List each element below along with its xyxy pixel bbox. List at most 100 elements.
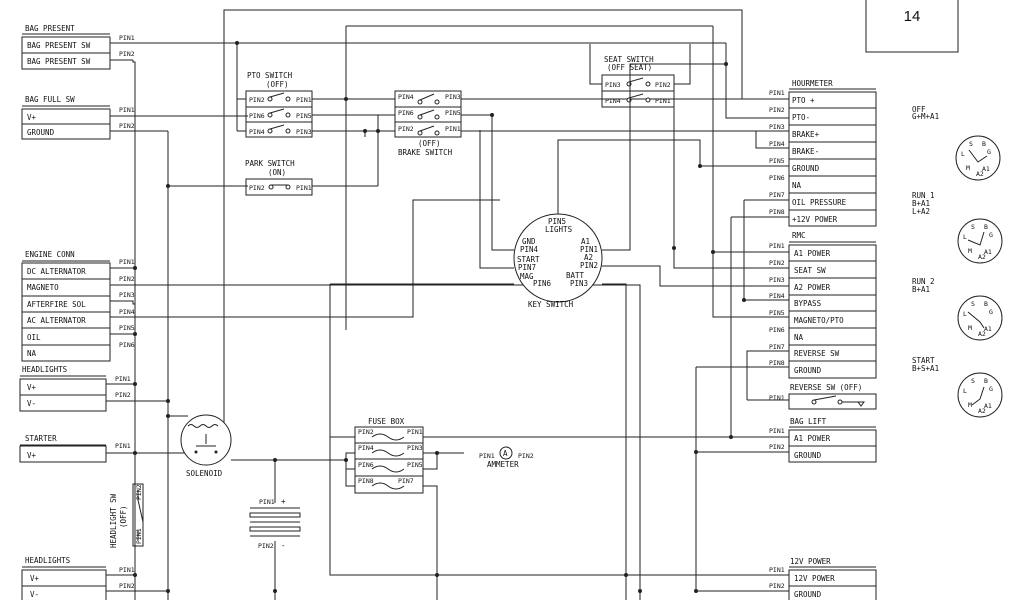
key-pos-start-formula: B+S+A1 xyxy=(912,364,939,373)
page-number: 14 xyxy=(904,8,921,25)
power-12v-row-2: GROUND xyxy=(794,590,822,599)
key-a1: A1 xyxy=(581,237,590,246)
dial-letter-a1: A1 xyxy=(982,165,990,173)
rmc-row-magneto-pto: MAGNETO/PTO xyxy=(794,316,844,325)
hourmeter-row-pto-minus: PTO- xyxy=(792,113,810,122)
pto-pin-2: PIN2 xyxy=(249,96,265,104)
fuse-pin-7: PIN7 xyxy=(398,477,414,485)
bag-full-connector: BAG FULL SW V+ GROUND PIN1 PIN2 xyxy=(21,95,135,140)
dial-letter-l: L xyxy=(963,310,967,318)
key-a2-pin: PIN2 xyxy=(580,261,598,270)
rmc-row-a2-power: A2 POWER xyxy=(794,283,831,292)
reverse-switch-pin-1: PIN1 xyxy=(769,394,785,402)
fuse-pin-3: PIN3 xyxy=(407,444,423,452)
bag-lift-pin-2: PIN2 xyxy=(769,443,785,451)
engine-row-afterfire-sol: AFTERFIRE SOL xyxy=(27,300,86,309)
fuse-box: FUSE BOX PIN2 PIN1 PIN4 PIN3 PIN6 PIN5 P… xyxy=(354,417,424,494)
power-12v-pin-2: PIN2 xyxy=(769,582,785,590)
starter-row-1: V+ xyxy=(27,451,37,460)
key-batt: BATT xyxy=(566,271,585,280)
headlight-switch: HEADLIGHT SW (OFF) PIN2 PIN1 xyxy=(109,483,144,548)
key-start-pin: PIN7 xyxy=(518,263,536,272)
dial-letter-s: S xyxy=(971,377,975,385)
rmc-row-ground: GROUND xyxy=(794,366,822,375)
dial-letter-g: G xyxy=(989,308,993,316)
fuse-pin-4: PIN4 xyxy=(358,444,374,452)
dial-contact-stroke xyxy=(967,231,985,246)
dial-letter-a2: A2 xyxy=(976,170,984,178)
bag-full-pin-2: PIN2 xyxy=(119,122,135,130)
key-a1-pin: PIN1 xyxy=(580,245,598,254)
pto-switch: PTO SWITCH (OFF) PIN2 PIN1 PIN6 PIN5 PIN… xyxy=(245,71,313,138)
reverse-switch: REVERSE SW (OFF) PIN1 xyxy=(769,383,877,410)
key-pos-run2-name: RUN 2 xyxy=(912,277,935,286)
dial-letter-g: G xyxy=(989,231,993,239)
key-a2: A2 xyxy=(584,253,593,262)
headlights-1-pin-1: PIN1 xyxy=(115,375,131,383)
key-pos-run2-formula: B+A1 xyxy=(912,285,930,294)
bag-full-title: BAG FULL SW xyxy=(25,95,75,104)
battery-pin-1: PIN1 xyxy=(259,498,275,506)
hourmeter-pin-4: PIN4 xyxy=(769,140,785,148)
starter-connector: STARTER V+ PIN1 xyxy=(19,434,131,463)
headlights-2-title: HEADLIGHTS xyxy=(25,556,71,565)
battery-minus: - xyxy=(281,541,286,550)
engine-conn-connector: ENGINE CONN DC ALTERNATOR MAGNETO AFTERF… xyxy=(21,250,135,362)
rmc-pin-7: PIN7 xyxy=(769,343,785,351)
hourmeter-row-brake-plus: BRAKE+ xyxy=(792,130,820,139)
brake-pin-4: PIN4 xyxy=(398,93,414,101)
brake-pin-3: PIN3 xyxy=(445,93,461,101)
rmc-connector: RMC A1 POWER SEAT SW A2 POWER BYPASS MAG… xyxy=(769,231,877,379)
battery-pin-2: PIN2 xyxy=(258,542,274,550)
engine-pin-2: PIN2 xyxy=(119,275,135,283)
dial-letter-a1: A1 xyxy=(984,402,992,410)
fuse-pin-5: PIN5 xyxy=(407,461,423,469)
key-switch: PIN5 LIGHTS GND PIN4 START PIN7 MAG PIN6… xyxy=(513,213,603,309)
key-position-run2: RUN 2 B+A1 xyxy=(912,277,1003,341)
ammeter: A PIN1 PIN2 AMMETER xyxy=(479,446,534,469)
dial-letter-a2: A2 xyxy=(978,330,986,338)
bag-lift-connector: BAG LIFT A1 POWER GROUND PIN1 PIN2 xyxy=(769,417,877,463)
key-pos-off-formula: G+M+A1 xyxy=(912,112,939,121)
seat-switch-title: SEAT SWITCH xyxy=(604,55,654,64)
headlights-1-row-2: V- xyxy=(27,399,36,408)
hourmeter-pin-6: PIN6 xyxy=(769,174,785,182)
dial-letter-m: M xyxy=(968,324,972,332)
dial-letter-g: G xyxy=(987,148,991,156)
dial-letter-m: M xyxy=(968,401,972,409)
brake-pin-5: PIN5 xyxy=(445,109,461,117)
hourmeter-pin-8: PIN8 xyxy=(769,208,785,216)
key-mag: MAG xyxy=(520,272,534,281)
engine-pin-4: PIN4 xyxy=(119,308,135,316)
battery-plus: + xyxy=(281,497,286,506)
seat-pin-4: PIN4 xyxy=(605,97,621,105)
dial-letter-g: G xyxy=(989,385,993,393)
park-pin-2: PIN2 xyxy=(249,184,265,192)
rmc-pin-4: PIN4 xyxy=(769,292,785,300)
ammeter-label: AMMETER xyxy=(487,460,519,469)
dial-contact-stroke xyxy=(968,149,988,163)
page-number-box: 14 xyxy=(865,0,959,53)
fuse-pin-1: PIN1 xyxy=(407,428,423,436)
bag-lift-row-a1-power: A1 POWER xyxy=(794,434,831,443)
key-pos-run1-name: RUN 1 xyxy=(912,191,935,200)
park-switch: PARK SWITCH (ON) PIN2 PIN1 xyxy=(245,159,313,196)
key-position-off: OFF G+M+A1 xyxy=(912,105,1001,181)
rmc-row-seat-sw: SEAT SW xyxy=(794,266,826,275)
rmc-title: RMC xyxy=(792,231,806,240)
dial-letter-b: B xyxy=(984,223,988,231)
rmc-row-a1-power: A1 POWER xyxy=(794,249,831,258)
dial-letter-a1: A1 xyxy=(984,248,992,256)
brake-pin-2: PIN2 xyxy=(398,125,414,133)
headlights-1-pin-2: PIN2 xyxy=(115,391,131,399)
dial-contact-stroke xyxy=(971,386,985,406)
dial-letter-s: S xyxy=(969,140,973,148)
bag-present-connector: BAG PRESENT BAG PRESENT SW BAG PRESENT S… xyxy=(21,24,135,70)
dial-contact-stroke xyxy=(967,311,985,329)
park-switch-state: (ON) xyxy=(268,168,286,177)
power-12v-row-1: 12V POWER xyxy=(794,574,835,583)
seat-pin-2: PIN2 xyxy=(655,81,671,89)
pto-pin-4: PIN4 xyxy=(249,128,265,136)
hourmeter-pin-3: PIN3 xyxy=(769,123,785,131)
